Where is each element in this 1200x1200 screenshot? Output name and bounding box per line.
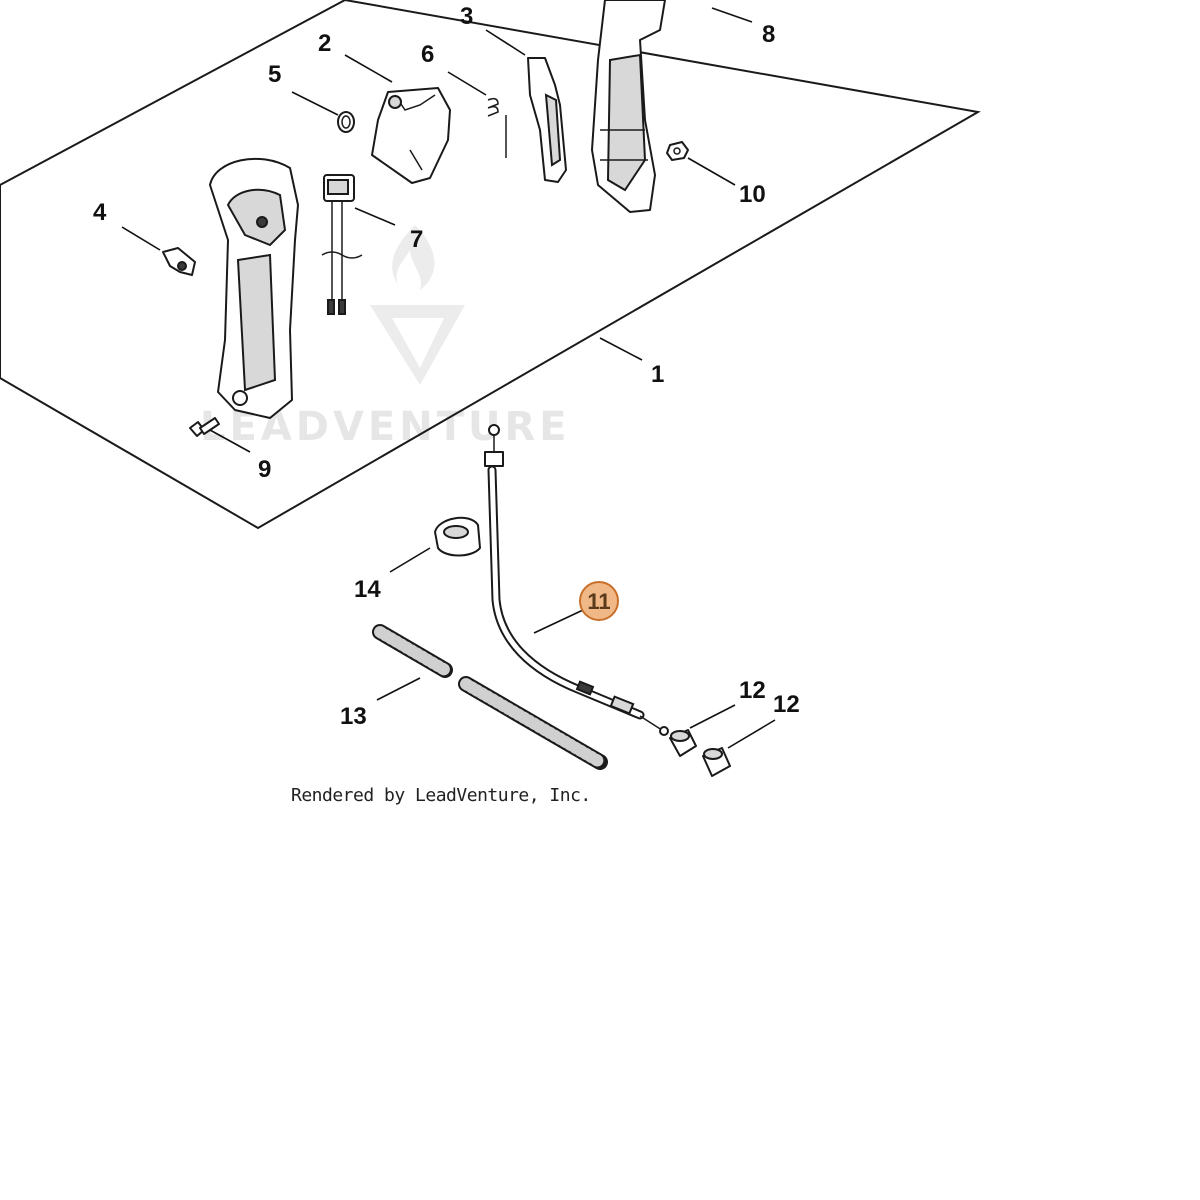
callout-11[interactable]: 11 bbox=[587, 589, 610, 614]
callout-2[interactable]: 2 bbox=[318, 30, 331, 57]
callout-14[interactable]: 14 bbox=[354, 576, 381, 603]
part-12-ferrule-a bbox=[669, 729, 697, 757]
kit-outline-box bbox=[0, 0, 981, 530]
callout-11-highlight[interactable]: 11 bbox=[579, 581, 619, 621]
callout-12a[interactable]: 12 bbox=[739, 677, 766, 704]
part-14-clip bbox=[434, 516, 481, 557]
part-9-screw bbox=[189, 417, 220, 437]
part-13-spring-short bbox=[372, 624, 453, 678]
callout-8[interactable]: 8 bbox=[762, 21, 775, 48]
callout-12b[interactable]: 12 bbox=[773, 691, 800, 718]
part-11-throttle-cable bbox=[484, 424, 669, 736]
part-4-knob bbox=[162, 247, 196, 276]
callout-13[interactable]: 13 bbox=[340, 703, 367, 730]
callout-4[interactable]: 4 bbox=[93, 199, 107, 226]
part-6-spring bbox=[487, 97, 507, 158]
callout-10[interactable]: 10 bbox=[739, 181, 766, 208]
handle-grip bbox=[209, 157, 299, 419]
callout-9[interactable]: 9 bbox=[258, 456, 271, 483]
callout-1[interactable]: 1 bbox=[651, 361, 664, 388]
part-2-cover bbox=[371, 87, 451, 184]
part-12-ferrule-b bbox=[702, 747, 731, 777]
part-5-clip bbox=[337, 111, 355, 133]
callout-3[interactable]: 3 bbox=[460, 3, 473, 30]
callouts: 2 3 4 5 6 7 8 10 1 9 14 13 12 12 11 bbox=[93, 3, 800, 730]
callout-5[interactable]: 5 bbox=[268, 61, 281, 88]
callout-7[interactable]: 7 bbox=[410, 226, 423, 253]
watermark-flame-icon bbox=[392, 225, 435, 290]
part-13-spring-long bbox=[458, 676, 608, 770]
highlight-circle bbox=[579, 581, 619, 621]
part-10-nut bbox=[666, 141, 689, 161]
leader-lines bbox=[121, 7, 776, 749]
part-8-handle-half bbox=[591, 0, 666, 213]
callout-6[interactable]: 6 bbox=[421, 41, 434, 68]
watermark-v-logo-icon bbox=[370, 305, 465, 385]
footer-credit: Rendered by LeadVenture, Inc. bbox=[291, 785, 591, 806]
part-3-trigger bbox=[527, 57, 567, 183]
part-7-switch bbox=[321, 174, 363, 315]
